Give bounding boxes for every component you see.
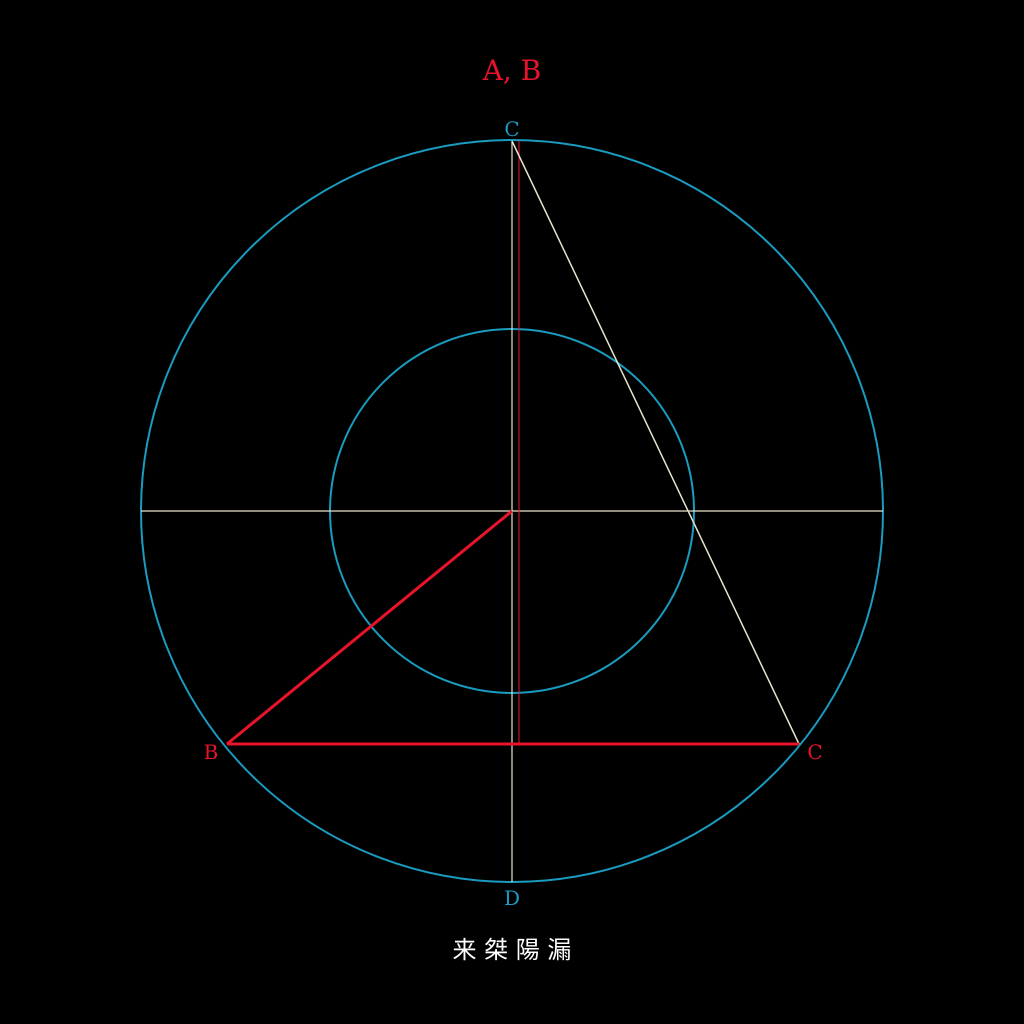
title-label: A, B — [482, 54, 542, 87]
label-c-right: C — [807, 740, 822, 764]
radius-line-b — [226, 509, 513, 746]
label-c-top: C — [504, 117, 519, 141]
label-b-left: B — [204, 740, 219, 764]
side-line-c-c — [511, 140, 800, 745]
label-d-bottom: D — [504, 886, 520, 910]
caption-text: 来 桀 陽 漏 — [453, 936, 572, 964]
